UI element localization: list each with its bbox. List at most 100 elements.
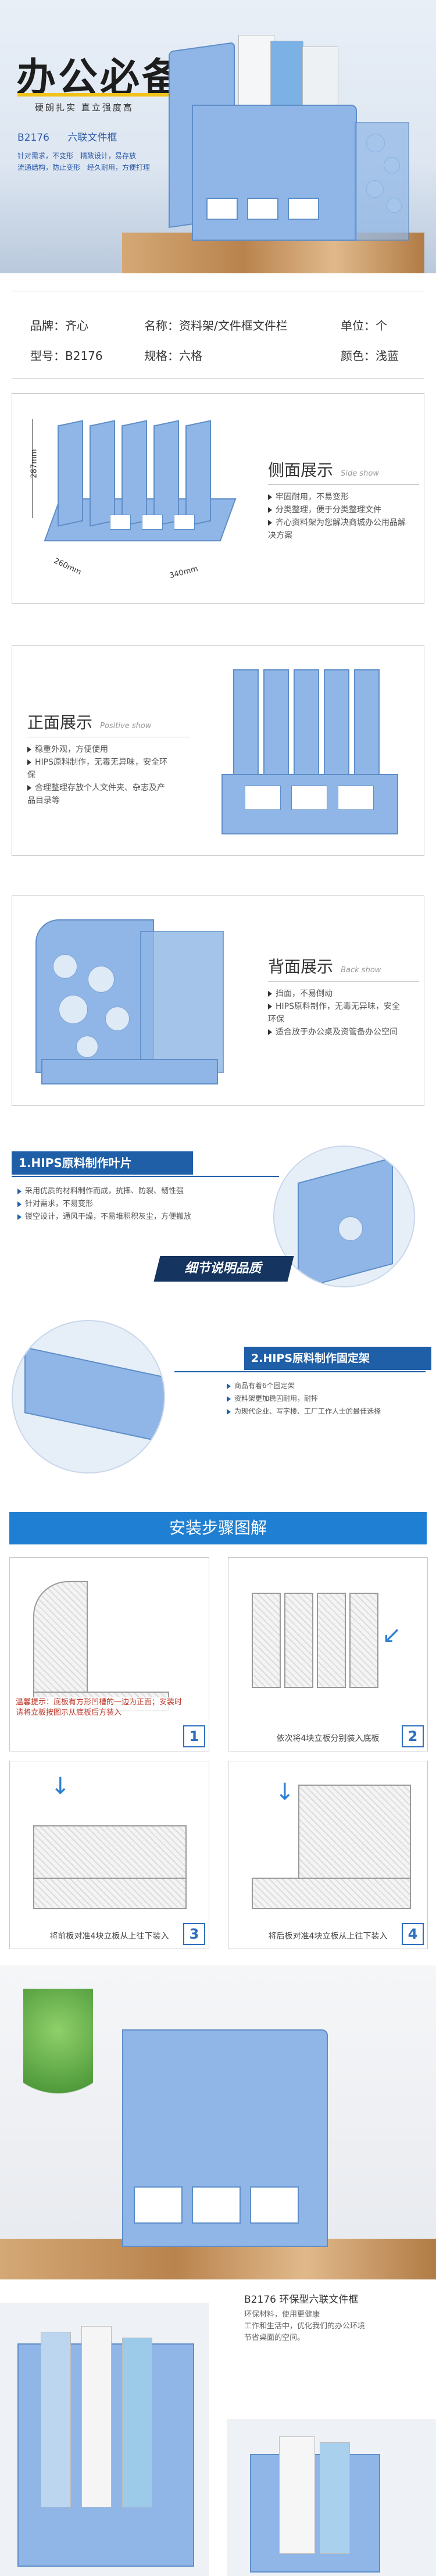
dim-height: 287mm — [30, 449, 39, 479]
leaf-bullets: 采用优质的材料制作而成，抗摔、防裂、韧性强 针对需求，不易变形 镂空设计，通风干… — [17, 1185, 262, 1223]
hole — [105, 1007, 130, 1031]
photo-right-binder — [279, 2436, 315, 2554]
install-step-3: ↓ 将前板对准4块立板从上往下装入 3 — [9, 1761, 209, 1949]
step4-caption: 将后板对准4块立板从上往下装入 — [268, 1932, 388, 1941]
frame-bullets: 商品有着6个固定架 资料架更加稳固耐用，耐摔 为现代企业、写字楼、工厂工作人士的… — [227, 1379, 424, 1418]
install-title-bar: 安装步骤图解 — [9, 1512, 427, 1544]
back-view-bullet: 适合放于办公桌及资管备办公空间 — [268, 1026, 408, 1039]
step2-divider-2 — [284, 1593, 313, 1688]
label-slot-2 — [247, 198, 278, 220]
step4-base — [252, 1878, 411, 1909]
spec-unit: 单位：个 — [341, 319, 387, 333]
install-step-2: ↙ 依次将4块立板分别装入底板 2 — [228, 1557, 428, 1751]
photo-left — [0, 2303, 209, 2576]
side-label-1 — [110, 515, 131, 530]
product-caption-line: 环保材料，使用更健康 — [244, 2310, 320, 2319]
photo-right-binder — [320, 2442, 350, 2554]
dim-height-line — [32, 419, 33, 518]
side-view-bullet: 分类整理，便于分类整理文件 — [268, 504, 419, 516]
leaf-bullet: 采用优质的材料制作而成，抗摔、防裂、韧性强 — [17, 1185, 262, 1198]
install-step-4: ↓ 将后板对准4块立板从上往下装入 4 — [228, 1761, 428, 1949]
step2-divider-3 — [317, 1593, 346, 1688]
front-label-2 — [291, 786, 327, 810]
hero-title-underline — [17, 93, 169, 97]
side-view-bullet: 齐心资料架为您解决商城办公用品解决方案 — [268, 518, 406, 540]
back-view-bullet: HIPS原料制作，无毒无异味，安全环保 — [268, 1002, 400, 1024]
back-view-title-rule — [268, 981, 419, 982]
step4-arrow: ↓ — [275, 1779, 295, 1806]
side-view-subtitle: Side show — [341, 469, 379, 478]
step1-tip: 温馨提示：底板有方形凹槽的一边为正面；安装时请将立板按图示从底板后方装入 — [16, 1697, 184, 1718]
frame-closeup — [24, 1347, 164, 1443]
frame-bullet: 商品有着6个固定架 — [227, 1379, 424, 1392]
product-photo-section: B2176 环保型六联文件框 环保材料，使用更健康 工作和生活中，优化我们的办公… — [0, 1965, 436, 2576]
hole — [76, 1036, 98, 1058]
hero-subtitle: 硬朗扎实 直立强度高 — [35, 102, 134, 113]
step1-number: 1 — [183, 1725, 205, 1747]
photo-right-tray — [250, 2454, 380, 2573]
back-view-title: 背面展示 — [268, 957, 334, 976]
detail-quality-badge: 细节说明品质 — [153, 1256, 294, 1282]
photo-large-label-1 — [134, 2186, 183, 2224]
photo-left-binder — [122, 2338, 152, 2507]
side-divider-5 — [185, 420, 211, 527]
step2-divider-1 — [252, 1593, 281, 1688]
side-view-bullet: 牢固耐用，不易变形 — [268, 491, 419, 504]
frame-bullet: 为现代企业、写字楼、工厂工作人士的最佳选择 — [227, 1405, 424, 1418]
panel-front — [192, 105, 357, 241]
side-product-image — [40, 411, 249, 551]
side-view-box: 287mm 260mm 340mm 侧面展示 Side show 牢固耐用，不易… — [12, 393, 424, 604]
hero-feature-1: 针对需求，不变形 精致设计，易存放 — [17, 152, 137, 160]
photo-right — [227, 2419, 436, 2576]
frame-detail-circle — [12, 1320, 165, 1473]
step2-number: 2 — [402, 1725, 424, 1747]
front-label-3 — [338, 786, 374, 810]
step4-number: 4 — [402, 1923, 424, 1945]
front-view-bullet: HIPS原料制作，无毒无异味，安全环保 — [27, 758, 167, 780]
frame-title-rule — [174, 1371, 426, 1372]
spec-brand: 品牌：齐心 — [30, 319, 88, 333]
hole — [88, 966, 115, 993]
hole — [53, 954, 77, 979]
leaf-bullet: 镂空设计，通风干燥，不易堆积积灰尘，方便搬放 — [17, 1211, 262, 1223]
front-view-bullet: 稳重外观，方便使用 — [27, 743, 190, 756]
step3-arrow: ↓ — [51, 1773, 70, 1800]
side-divider-3 — [121, 420, 147, 527]
product-caption-line: 工作和生活中，优化我们的办公环境 — [244, 2322, 366, 2331]
back-view-title-group: 背面展示 Back show 挡面，不易倒动 HIPS原料制作，无毒无异味，安全… — [268, 954, 419, 1039]
front-label-1 — [245, 786, 281, 810]
back-rear-panel — [140, 931, 224, 1073]
hero-product-image — [122, 23, 424, 273]
hero-model-code: B2176 — [17, 132, 49, 144]
side-view-title: 侧面展示 — [268, 461, 334, 480]
back-view-bullet: 挡面，不易倒动 — [268, 987, 419, 1000]
side-divider-4 — [153, 420, 179, 527]
spec-color: 颜色：浅蓝 — [341, 349, 399, 363]
hole — [338, 1216, 363, 1241]
hero-model-name: 六联文件框 — [67, 132, 117, 144]
step2-arrow: ↙ — [382, 1622, 402, 1649]
panel-side — [355, 122, 409, 241]
label-slot-3 — [288, 198, 319, 220]
leaf-title-rule — [12, 1176, 279, 1177]
frame-title-badge: 2.HIPS原料制作固定架 — [244, 1347, 431, 1370]
spec-size: 规格：六格 — [144, 349, 202, 363]
step3-caption: 将前板对准4块立板从上往下装入 — [49, 1932, 169, 1941]
product-caption-line: 节省桌面的空间。 — [244, 2334, 305, 2342]
side-divider-2 — [90, 420, 115, 527]
front-view-title: 正面展示 — [27, 713, 93, 732]
side-view-title-group: 侧面展示 Side show 牢固耐用，不易变形 分类整理，便于分类整理文件 齐… — [268, 458, 419, 542]
dim-width: 340mm — [168, 564, 199, 581]
spec-model: 型号：B2176 — [30, 349, 103, 363]
label-slot-1 — [206, 198, 238, 220]
front-view-box: 正面展示 Positive show 稳重外观，方便使用 HIPS原料制作，无毒… — [12, 645, 424, 856]
hero-model: B2176 六联文件框 — [17, 129, 117, 144]
leaf-bullet: 针对需求，不易变形 — [17, 1198, 262, 1211]
hero-feature-2: 流通结构，防止变形 经久耐用，方便打理 — [17, 163, 151, 172]
front-view-bullet: 合理整理存放个人文件夹、杂志及产品目录等 — [27, 783, 165, 805]
install-step-1: 温馨提示：底板有方形凹槽的一边为正面；安装时请将立板按图示从底板后方装入 1 — [9, 1557, 209, 1751]
step3-base — [33, 1878, 187, 1909]
side-divider-1 — [58, 420, 83, 527]
photo-left-binder — [41, 2332, 71, 2507]
dim-depth: 260mm — [52, 556, 83, 577]
